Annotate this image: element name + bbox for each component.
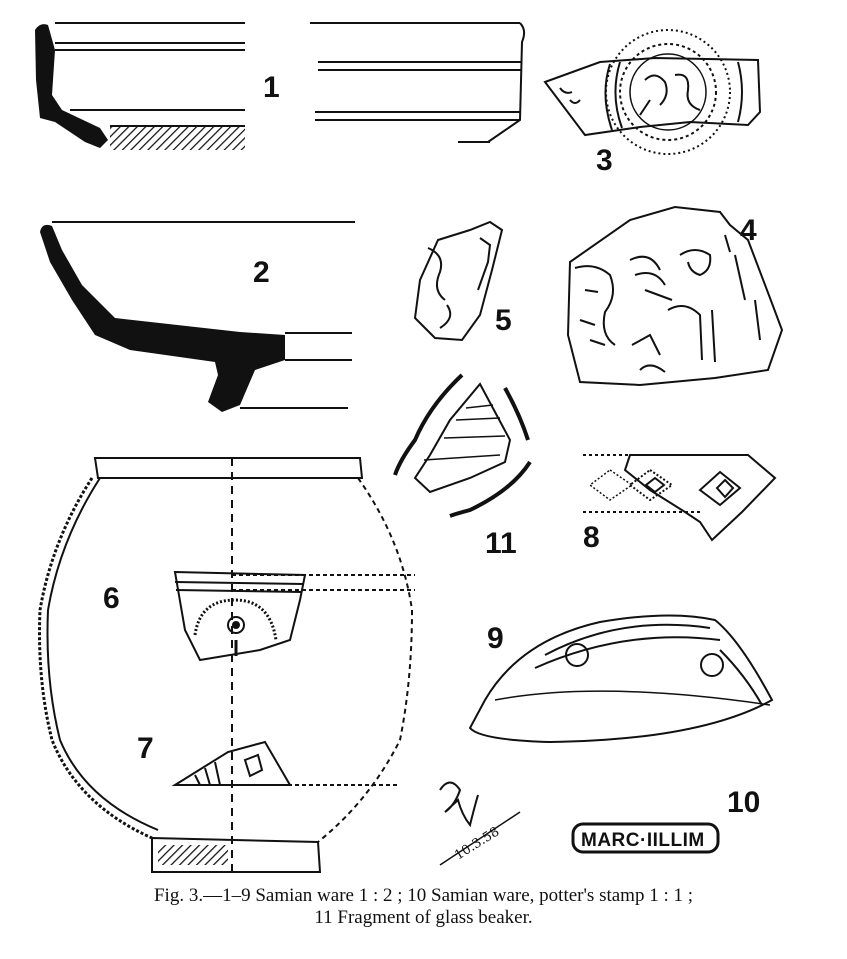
jar-reconstruction (38, 457, 415, 873)
pottery-figure: 1 2 3 4 5 6 7 8 9 10 11 MARC·IILLIM 10.3… (35, 22, 784, 873)
stamp-text: MARC·IILLIM (581, 830, 705, 851)
figure-caption: Fig. 3.—1–9 Samian ware 1 : 2 ; 10 Samia… (0, 885, 847, 929)
label-5: 5 (495, 304, 512, 337)
label-1: 1 (263, 71, 280, 104)
label-11: 11 (485, 527, 517, 560)
label-7: 7 (137, 732, 154, 765)
artist-signature (439, 781, 521, 866)
label-6: 6 (103, 582, 120, 615)
sherd-6-decorated (173, 570, 307, 662)
label-3: 3 (596, 144, 613, 177)
caption-line-1: Fig. 3.—1–9 Samian ware 1 : 2 ; 10 Samia… (153, 885, 694, 906)
sherd-11-glass (393, 373, 532, 518)
sherd-8-lozenge (583, 454, 777, 542)
label-10: 10 (727, 786, 760, 819)
sherd-2-profile (40, 221, 355, 412)
sherd-9-rim (468, 614, 774, 744)
sherd-7-small (171, 740, 292, 786)
label-9: 9 (487, 622, 504, 655)
potters-stamp (571, 822, 720, 854)
label-2: 2 (253, 256, 270, 289)
sherd-1-profile (35, 22, 526, 150)
sherd-3-medallion (543, 29, 762, 155)
label-4: 4 (740, 214, 757, 247)
caption-line-2: 11 Fragment of glass beaker. (314, 907, 533, 928)
sherd-5-small (413, 220, 504, 342)
signature-date: 10.3.58 (452, 824, 502, 863)
sherd-4-decorated (566, 205, 784, 387)
label-8: 8 (583, 521, 600, 554)
